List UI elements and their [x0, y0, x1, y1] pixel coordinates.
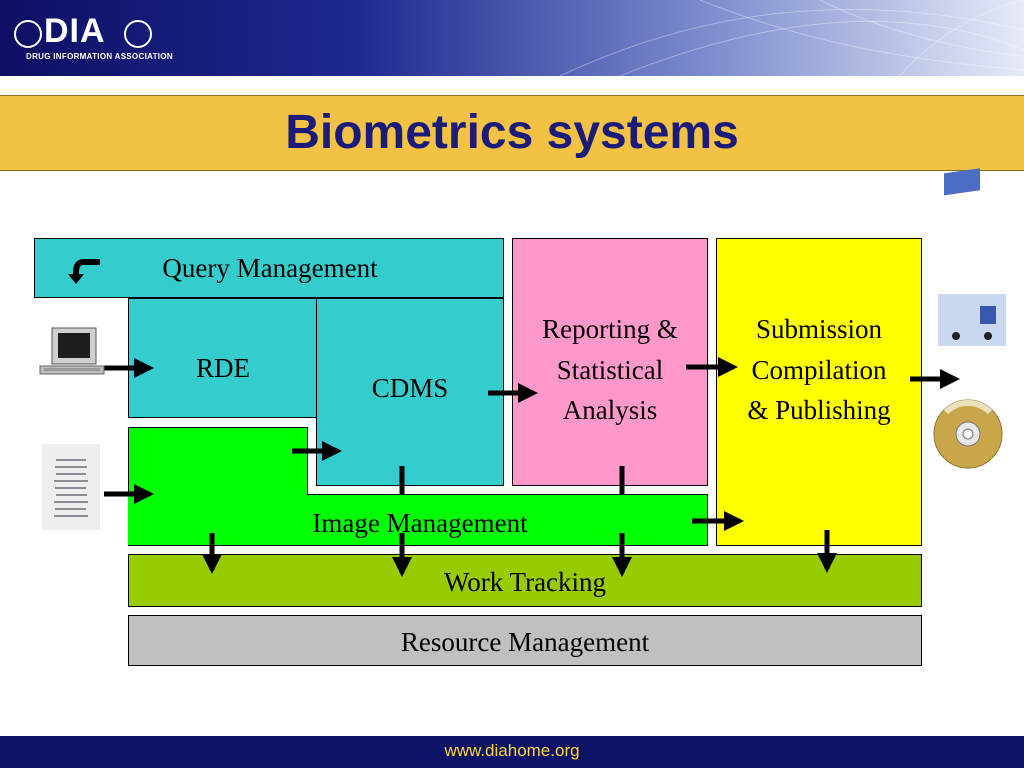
work-tracking-block — [128, 554, 922, 607]
submission-line-3: & Publishing — [747, 395, 891, 425]
header-swoosh-lines — [559, 0, 1024, 76]
submission-label: Submission Compilation & Publishing — [716, 309, 922, 431]
footer-url[interactable]: www.diahome.org — [444, 741, 580, 760]
resource-management-label: Resource Management — [400, 627, 650, 657]
globe-icon — [14, 20, 42, 48]
submission-line-2: Compilation — [751, 354, 887, 385]
query-management-label: Query Management — [162, 253, 378, 283]
globe-icon — [124, 20, 152, 48]
submission-block — [716, 238, 922, 546]
reporting-block — [512, 238, 708, 486]
reporting-label: Reporting & Statistical Analysis — [512, 309, 708, 431]
cdms-label: CDMS — [371, 373, 449, 403]
dia-logo: DIA DRUG INFORMATION ASSOCIATION — [14, 10, 173, 66]
logo-subtitle: DRUG INFORMATION ASSOCIATION — [26, 52, 173, 61]
page-title: Biometrics systems — [285, 106, 739, 159]
image-management-join — [129, 480, 307, 510]
footer-bar — [0, 736, 1024, 768]
paper-stack-icon — [42, 444, 100, 530]
cd-icon — [933, 399, 1003, 469]
reporting-line-2: Statistical — [556, 354, 664, 385]
title-band — [0, 95, 1024, 171]
truck-icon — [938, 168, 1006, 346]
image-management-label: Image Management — [312, 508, 528, 538]
rde-block — [128, 298, 318, 418]
header-banner: DIA DRUG INFORMATION ASSOCIATION — [0, 0, 1024, 76]
computer-icon — [39, 327, 105, 375]
diagram-overlay — [39, 168, 1006, 577]
work-tracking-label: Work Tracking — [443, 567, 607, 597]
return-arrow-icon — [68, 259, 100, 284]
logo-wordmark: DIA — [44, 12, 106, 50]
reporting-line-3: Analysis — [562, 395, 658, 425]
query-management-block — [34, 238, 504, 298]
rde-label: RDE — [196, 353, 250, 383]
resource-management-block — [128, 615, 922, 666]
submission-line-1: Submission — [755, 314, 883, 344]
cdms-block — [316, 298, 504, 486]
reporting-line-1: Reporting & — [542, 314, 678, 344]
